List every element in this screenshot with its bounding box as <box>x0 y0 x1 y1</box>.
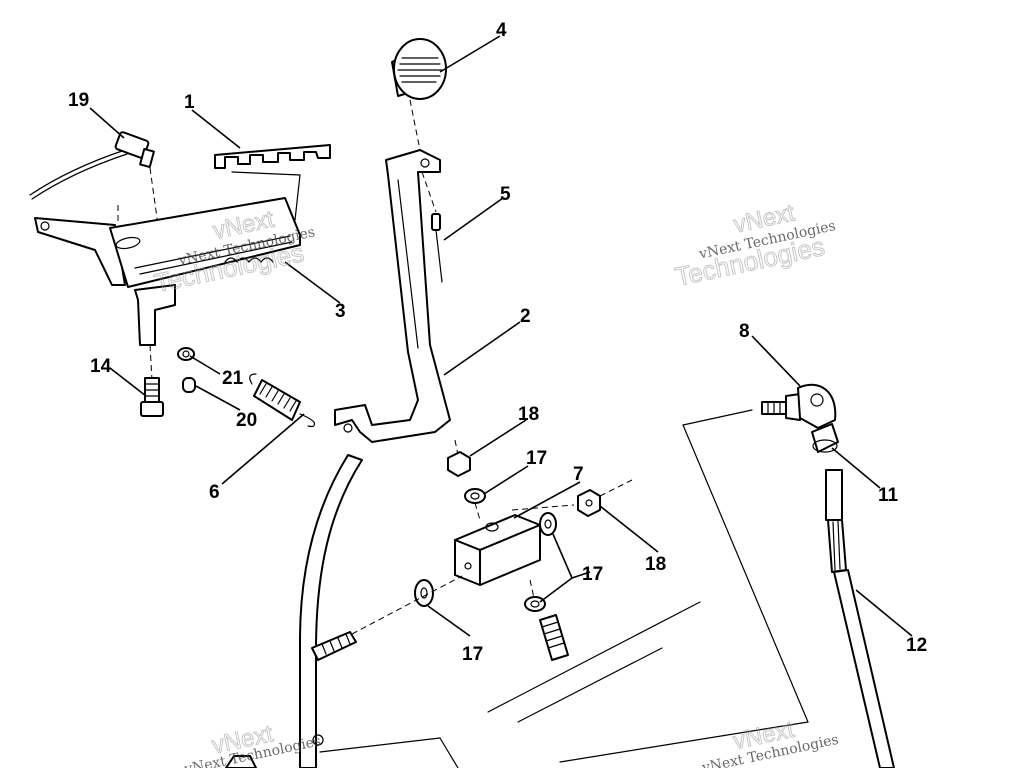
callout-2: 2 <box>520 306 531 327</box>
callout-7: 7 <box>573 464 584 485</box>
callout-17-a: 17 <box>526 448 547 469</box>
callout-11: 11 <box>878 485 899 506</box>
part-1-guide-plate <box>214 144 331 221</box>
part-8-ball-joint <box>761 383 837 429</box>
threaded-stud <box>529 579 569 661</box>
callout-3: 3 <box>335 301 346 322</box>
callout-8: 8 <box>739 321 750 342</box>
callout-labels: 19 1 3 4 5 2 6 7 8 11 12 14 18 17 17 17 … <box>68 20 927 665</box>
part-18-nut-lower <box>577 479 633 517</box>
watermark-bottom-right: vNext vNext Technologies <box>700 715 840 768</box>
callout-12: 12 <box>906 635 927 656</box>
part-17-washer-a <box>464 488 486 504</box>
reference-plane <box>319 409 809 768</box>
callout-21: 21 <box>222 368 244 389</box>
leader-lines <box>89 35 913 637</box>
callout-17-b: 17 <box>582 564 603 585</box>
part-14-bolt <box>140 344 164 417</box>
part-4-knob <box>391 38 447 151</box>
part-18-nut-upper <box>447 439 471 477</box>
part-20-spacer <box>182 377 196 393</box>
lower-fastener <box>225 755 257 768</box>
part-3-bracket <box>34 197 301 346</box>
part-12-shaft <box>825 469 895 768</box>
callout-18-upper: 18 <box>518 404 539 425</box>
callout-14: 14 <box>90 356 112 377</box>
part-6-spring <box>249 373 315 428</box>
callout-5: 5 <box>500 184 511 205</box>
part-2-lever-arm <box>299 149 451 768</box>
part-17-washer-d <box>524 596 546 612</box>
callout-1: 1 <box>184 92 195 113</box>
pivot-bolt <box>311 575 463 661</box>
part-17-washer-c <box>414 579 434 607</box>
callout-19: 19 <box>68 90 89 111</box>
watermark-right: vNext Technologies vNext Technologies <box>672 199 837 292</box>
part-7-pivot-block <box>454 502 575 586</box>
callout-17-c: 17 <box>462 644 483 665</box>
callout-6: 6 <box>209 482 220 503</box>
callout-18-lower: 18 <box>645 554 666 575</box>
part-11-ball-socket <box>811 423 839 453</box>
part-5-pin <box>421 171 443 283</box>
callout-4: 4 <box>496 20 507 41</box>
part-17-washer-b <box>539 512 557 536</box>
part-19-wire-connector <box>29 131 159 226</box>
callout-20: 20 <box>236 410 257 431</box>
part-21-nut <box>177 347 195 361</box>
